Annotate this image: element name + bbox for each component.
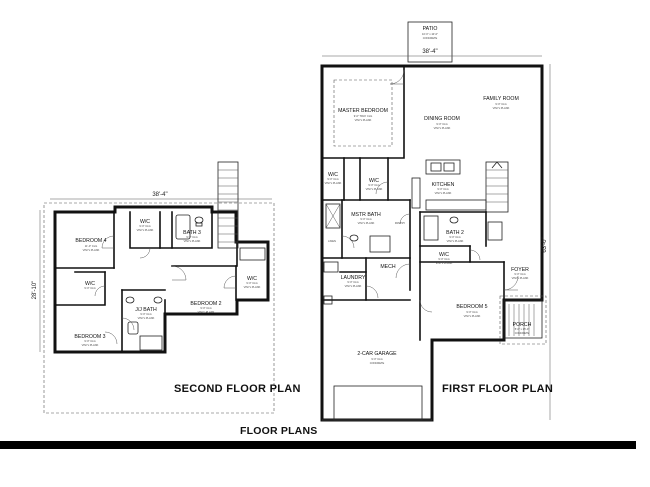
pantry-label: PANTRY [395,221,406,225]
wic-3-finish: VINYL PLANK [436,261,453,265]
bedroom-2-finish: VINYL PLANK [198,310,215,314]
jj-bath-size: 9'-0" CLG [140,312,151,316]
bedroom-3-size: 9'-0" CLG [84,339,95,343]
wic-1-finish: VINYL PLANK [325,181,342,185]
bedroom-2-label: BEDROOM 2 [190,301,221,307]
foyer-label: FOYER [511,267,529,273]
first-floor-room-labels: PATIO 10'-0" x 10'-0" CONCRETE MASTER BE… [325,26,532,365]
wic-left-size: 9'-0" CLG [84,286,95,290]
bedroom-4-finish: VINYL PLANK [83,248,100,252]
first-floor-width-dimension: 38'-4" [422,49,437,55]
second-floor-doors [94,235,237,345]
kitchen-label: KITCHEN [432,182,455,188]
wic-right-label: W/C [247,276,257,282]
dining-room-finish: VINYL PLANK [434,126,451,130]
wic-left-label: W/C [85,281,95,287]
bedroom-3-label: BEDROOM 3 [74,334,105,340]
bedroom-5-size: 9'-0" CLG [466,310,477,314]
dining-room-label: DINING ROOM [424,116,460,122]
family-room-size: 9'-0" CLG [495,102,506,106]
foyer-finish: VINYL PLANK [512,276,529,280]
footer-bar [0,441,636,449]
garage-door [322,385,432,421]
first-floor-bath-fixtures [323,203,503,305]
mech-label: MECH [380,264,396,270]
bedroom-5-label: BEDROOM 5 [456,304,487,310]
porch-finish: CONCRETE [515,331,530,335]
wic-top-finish: VINYL PLANK [137,228,154,232]
first-floor-plan-title: FIRST FLOOR PLAN [442,383,553,395]
master-bedroom-finish: VINYL PLANK [355,118,372,122]
second-floor-depth-dimension: 28'-10" [32,281,38,300]
second-floor-outline-dashed [43,202,275,414]
jj-bath-finish: VINYL PLANK [138,316,155,320]
wic-2-size: 9'-0" CLG [368,183,379,187]
second-floor-room-labels: BEDROOM 4 11'-0" CLG VINYL PLANK W/C 9'-… [74,219,260,347]
linen-label: LINEN [328,239,336,243]
second-floor-stairs [217,161,239,249]
wic-2-label: W/C [369,178,379,184]
wic-1-size: 9'-0" CLG [327,177,338,181]
master-bedroom-label: MASTER BEDROOM [338,108,388,114]
bath-3-label: BATH 3 [183,230,201,236]
patio-slab [407,21,453,63]
garage-finish: CONCRETE [370,361,385,365]
second-floor-interior-walls [54,211,238,353]
second-floor-exterior-walls [53,205,270,354]
bath-2-label: BATH 2 [446,230,464,236]
bath-2-finish: VINYL PLANK [447,239,464,243]
mstr-bath-label: MSTR BATH [351,212,381,218]
second-floor-fixtures [125,214,266,351]
bath-3-size: 9'-0" CLG [186,235,197,239]
first-floor-stairs [485,161,509,213]
master-bedroom-tray-ceiling [333,79,393,147]
laundry-size: 9'-0" CLG [347,280,358,284]
second-floor-plan-title: SECOND FLOOR PLAN [174,383,301,395]
first-floor-plan: PATIO 10'-0" x 10'-0" CONCRETE MASTER BE… [320,21,553,422]
patio-size: 10'-0" x 10'-0" [422,32,438,36]
second-floor-width-dimension: 38'-4" [152,192,167,198]
wic-right-size: 9'-0" CLG [246,281,257,285]
wic-top-size: 9'-0" CLG [139,224,150,228]
bedroom-4-size: 11'-0" CLG [85,244,97,248]
bedroom-4-label: BEDROOM 4 [75,238,106,244]
mstr-bath-size: 9'-0" CLG [360,217,371,221]
jj-bath-label: J/J BATH [135,307,157,313]
patio-label: PATIO [423,26,438,32]
dining-room-size: 9'-0" CLG [436,122,447,126]
first-floor-interior-walls [321,65,505,341]
laundry-finish: VINYL PLANK [345,284,362,288]
bath-2-size: 9'-0" CLG [449,235,460,239]
first-floor-depth-dimension: 63'-0" [542,237,548,252]
wic-top-label: W/C [140,219,150,225]
wic-right-finish: VINYL PLANK [244,285,261,289]
kitchen-size: 9'-0" CLG [437,187,448,191]
garage-size: 9'-0" CLG [371,357,382,361]
second-floor-plan: BEDROOM 4 11'-0" CLG VINYL PLANK W/C 9'-… [32,161,301,414]
bath-3-finish: VINYL PLANK [184,239,201,243]
bedroom-5-finish: VINYL PLANK [464,314,481,318]
family-room-label: FAMILY ROOM [483,96,519,102]
master-bedroom-size: 9'-0" TRAY CLG [354,114,373,118]
wic-3-size: 9'-0" CLG [438,257,449,261]
porch-label: PORCH [513,322,532,328]
family-room-finish: VINYL PLANK [493,106,510,110]
foyer-size: 9'-0" CLG [514,272,525,276]
first-floor-doors [341,69,519,313]
patio-finish: CONCRETE [423,36,438,40]
laundry-label: LAUNDRY [341,275,366,281]
bedroom-2-size: 9'-0" CLG [200,306,211,310]
kitchen-finish: VINYL PLANK [435,191,452,195]
mstr-bath-finish: VINYL PLANK [358,221,375,225]
kitchen-fixtures [411,159,487,211]
garage-label: 2-CAR GARAGE [357,351,397,357]
bedroom-3-finish: VINYL PLANK [82,343,99,347]
porch-area [499,295,547,345]
wic-1-label: W/C [328,172,338,178]
wic-2-finish: VINYL PLANK [366,187,383,191]
porch-size: 5'-0" x 15'-0" [515,327,530,331]
floor-plans-title: FLOOR PLANS [240,425,317,437]
wic-3-label: W/C [439,252,449,258]
